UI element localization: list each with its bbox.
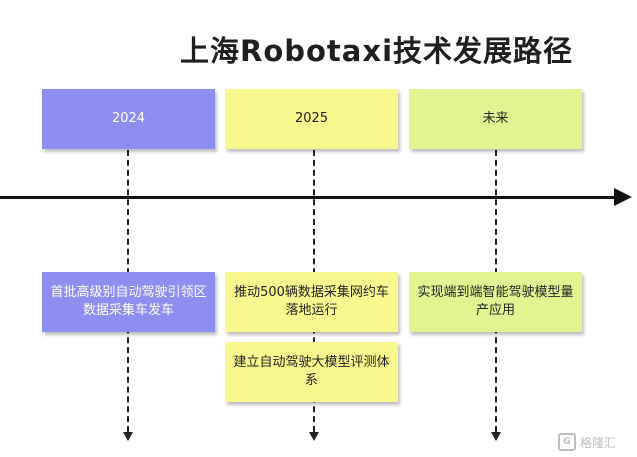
diagram-title: 上海Robotaxi技术发展路径 — [180, 34, 574, 68]
milestone-card-future: 实现端到端智能驾驶模型量产应用 — [409, 272, 582, 332]
period-label: 2024 — [111, 111, 146, 126]
dashed-guide-arrow-2025 — [309, 432, 319, 441]
period-header-future: 未来 — [409, 89, 582, 149]
timeline-axis — [0, 196, 618, 199]
watermark: G 格隆汇 — [558, 432, 630, 452]
milestone-text: 首批高级别自动驾驶引领区数据采集车发车 — [50, 285, 207, 318]
watermark-text: 格隆汇 — [580, 435, 617, 450]
milestone-text: 推动500辆数据采集网约车落地运行 — [234, 285, 389, 318]
milestone-card-2025-b: 建立自动驾驶大模型评测体系 — [225, 342, 398, 402]
period-header-2025: 2025 — [225, 89, 398, 149]
dashed-guide-arrow-future — [491, 432, 501, 441]
gelonghui-logo-icon: G — [558, 433, 576, 451]
period-header-2024: 2024 — [42, 89, 215, 149]
milestone-text: 建立自动驾驶大模型评测体系 — [233, 355, 390, 388]
milestone-card-2025-a: 推动500辆数据采集网约车落地运行 — [225, 272, 398, 332]
milestone-text: 实现端到端智能驾驶模型量产应用 — [417, 285, 574, 318]
milestone-card-2024: 首批高级别自动驾驶引领区数据采集车发车 — [42, 272, 215, 332]
period-label: 2025 — [294, 111, 329, 126]
timeline-arrowhead — [614, 188, 632, 206]
dashed-guide-arrow-2024 — [123, 432, 133, 441]
period-label: 未来 — [482, 111, 509, 126]
